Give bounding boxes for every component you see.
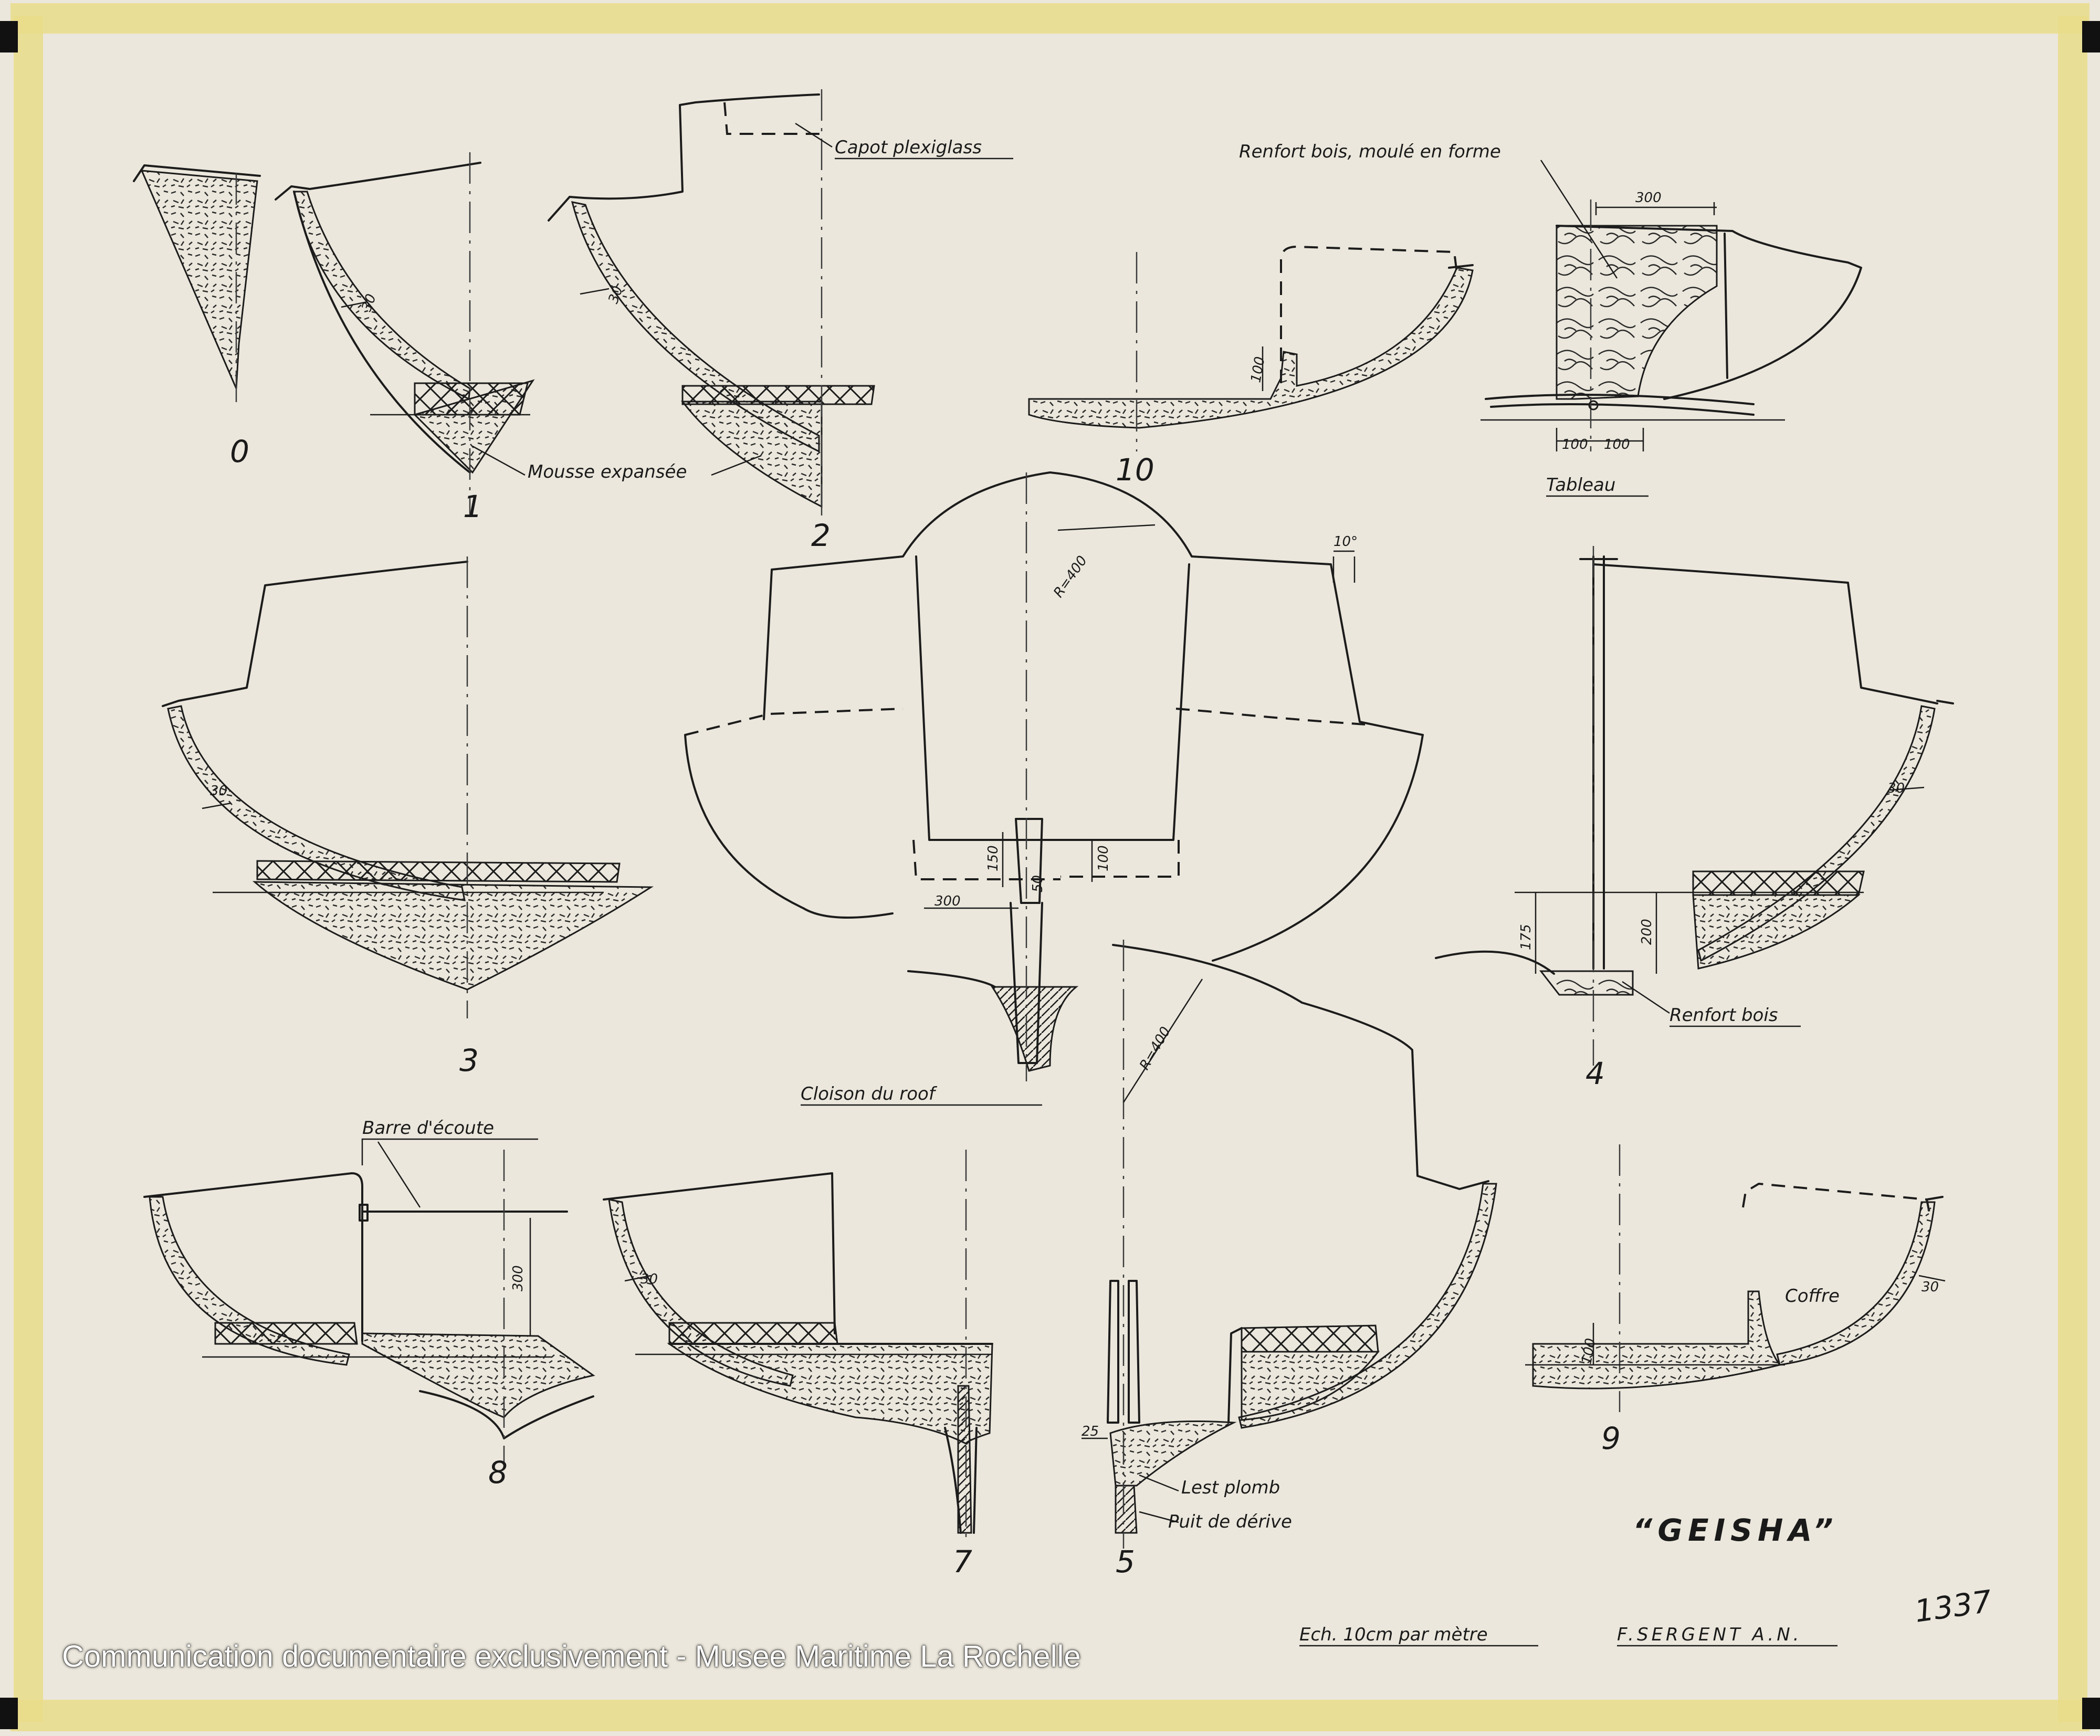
label-coffre: Coffre	[1785, 1286, 1840, 1307]
dim-200-s4: 200	[1639, 919, 1655, 945]
dim-150-cloison: 150	[985, 845, 1001, 871]
section-number-7: 7	[953, 1544, 972, 1580]
dim-100-tableau-a: 100	[1562, 437, 1588, 453]
dim-30-s7: 30	[640, 1271, 658, 1287]
tape-right	[2058, 16, 2087, 1722]
dim-30-s3: 30	[210, 783, 227, 799]
tape-left	[14, 16, 43, 1722]
label-renfort-bois: Renfort bois	[1670, 1005, 1778, 1026]
dim-50-cloison: 50	[1030, 875, 1046, 892]
dim-30-s4: 30	[1887, 781, 1905, 796]
dim-175-s4: 175	[1518, 924, 1534, 950]
capot-leader	[795, 122, 833, 148]
dim-30-s9: 30	[1922, 1279, 1939, 1295]
section-number-0: 0	[230, 434, 249, 469]
section-number-4: 4	[1586, 1056, 1605, 1091]
clip-tl	[0, 21, 18, 52]
dim-300-s8: 300	[510, 1265, 526, 1291]
renfort-moule-leader	[1540, 160, 1618, 279]
clip-br	[2082, 1698, 2100, 1729]
clip-bl	[0, 1698, 18, 1729]
section-number-9: 9	[1601, 1421, 1621, 1456]
label-mousse: Mousse expansée	[528, 461, 687, 482]
section-2-drawing	[548, 89, 875, 517]
architect-name: F.SERGENT A.N.	[1617, 1624, 1802, 1645]
dim-300-tableau: 300	[1635, 190, 1662, 206]
section-number-3: 3	[459, 1043, 479, 1078]
section-number-10: 10	[1116, 452, 1154, 488]
section-number-8: 8	[488, 1455, 508, 1490]
section-number-5: 5	[1116, 1544, 1135, 1580]
label-barre: Barre d'écoute	[362, 1118, 494, 1139]
label-cloison: Cloison du roof	[801, 1083, 938, 1104]
label-renfort-moule: Renfort bois, moulé en forme	[1239, 141, 1501, 162]
scale-note: Ech. 10cm par mètre	[1299, 1624, 1488, 1645]
section-number-2: 2	[811, 518, 831, 553]
label-lest: Lest plomb	[1181, 1477, 1280, 1498]
mousse-leader-1	[472, 445, 526, 476]
tape-bottom	[10, 1700, 2090, 1731]
dim-100-tableau-b: 100	[1604, 437, 1630, 453]
boat-name: “GEISHA”	[1633, 1512, 1839, 1548]
dim-25-s5: 25	[1082, 1424, 1099, 1439]
tape-top	[10, 3, 2090, 34]
label-puit: Puit de dérive	[1168, 1511, 1292, 1532]
tableau-drawing	[1480, 199, 1862, 451]
section-4-drawing	[1435, 546, 1954, 1066]
section-5-drawing	[1082, 940, 1497, 1549]
section-10-drawing	[1028, 245, 1474, 451]
label-capot: Capot plexiglass	[835, 137, 982, 158]
clip-tr	[2082, 21, 2100, 52]
dim-10deg: 10°	[1334, 534, 1358, 550]
cloison-drawing	[684, 471, 1424, 1081]
mousse-leader-2	[711, 455, 762, 476]
watermark-text: Communication documentaire exclusivement…	[62, 1639, 1081, 1674]
section-7-drawing	[603, 1150, 993, 1538]
section-0-drawing	[133, 164, 261, 409]
label-tableau: Tableau	[1546, 475, 1615, 496]
dim-100-cloison: 100	[1096, 845, 1111, 871]
section-9-drawing	[1525, 1144, 1946, 1412]
dim-300-cloison: 300	[934, 893, 961, 909]
section-3-drawing	[162, 556, 654, 1018]
section-8-drawing	[143, 1138, 595, 1465]
section-number-1: 1	[463, 489, 482, 524]
section-1-drawing	[275, 152, 535, 514]
